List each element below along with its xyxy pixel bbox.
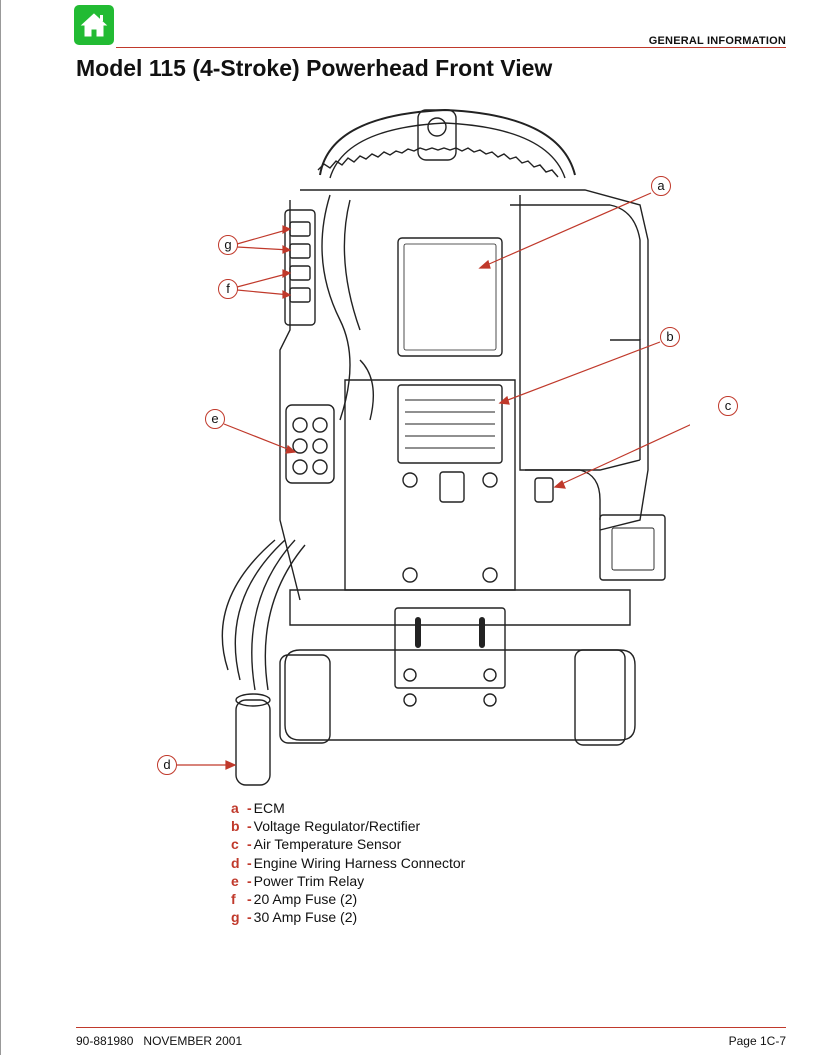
callout-e: e: [205, 409, 225, 429]
legend-row-c: c-Air Temperature Sensor: [231, 836, 402, 853]
callout-g: g: [218, 235, 238, 255]
doc-date: NOVEMBER 2001: [143, 1034, 243, 1048]
home-button[interactable]: [74, 5, 114, 45]
powerhead-diagram: [177, 108, 690, 786]
header-rule: [116, 47, 786, 48]
legend-label: 20 Amp Fuse (2): [253, 891, 358, 908]
legend-row-b: b-Voltage Regulator/Rectifier: [231, 818, 421, 835]
callout-d: d: [157, 755, 177, 775]
doc-number: 90-881980: [76, 1034, 134, 1048]
legend-row-g: g-30 Amp Fuse (2): [231, 909, 358, 926]
callout-a: a: [651, 176, 671, 196]
footer-doc-info: 90-881980 NOVEMBER 2001: [76, 1034, 242, 1048]
home-icon: [80, 13, 108, 37]
legend-label: Engine Wiring Harness Connector: [253, 854, 466, 871]
callout-f: f: [218, 279, 238, 299]
legend-row-a: a-ECM: [231, 800, 285, 816]
legend-label: Air Temperature Sensor: [253, 836, 402, 853]
legend-label: Voltage Regulator/Rectifier: [253, 818, 421, 835]
legend-label: ECM: [253, 800, 285, 816]
callout-b: b: [660, 327, 680, 347]
page-number: Page 1C-7: [728, 1034, 786, 1048]
legend-label: Power Trim Relay: [253, 872, 365, 889]
legend-label: 30 Amp Fuse (2): [253, 909, 358, 926]
page-title: Model 115 (4-Stroke) Powerhead Front Vie…: [76, 55, 553, 81]
parts-legend: a-ECM b-Voltage Regulator/Rectifier c-Ai…: [231, 799, 465, 926]
legend-row-e: e-Power Trim Relay: [231, 872, 365, 889]
callout-c: c: [718, 396, 738, 416]
legend-row-f: f-20 Amp Fuse (2): [231, 891, 358, 908]
footer-rule: [76, 1027, 786, 1028]
section-label: GENERAL INFORMATION: [648, 35, 786, 47]
legend-row-d: d-Engine Wiring Harness Connector: [231, 854, 466, 871]
